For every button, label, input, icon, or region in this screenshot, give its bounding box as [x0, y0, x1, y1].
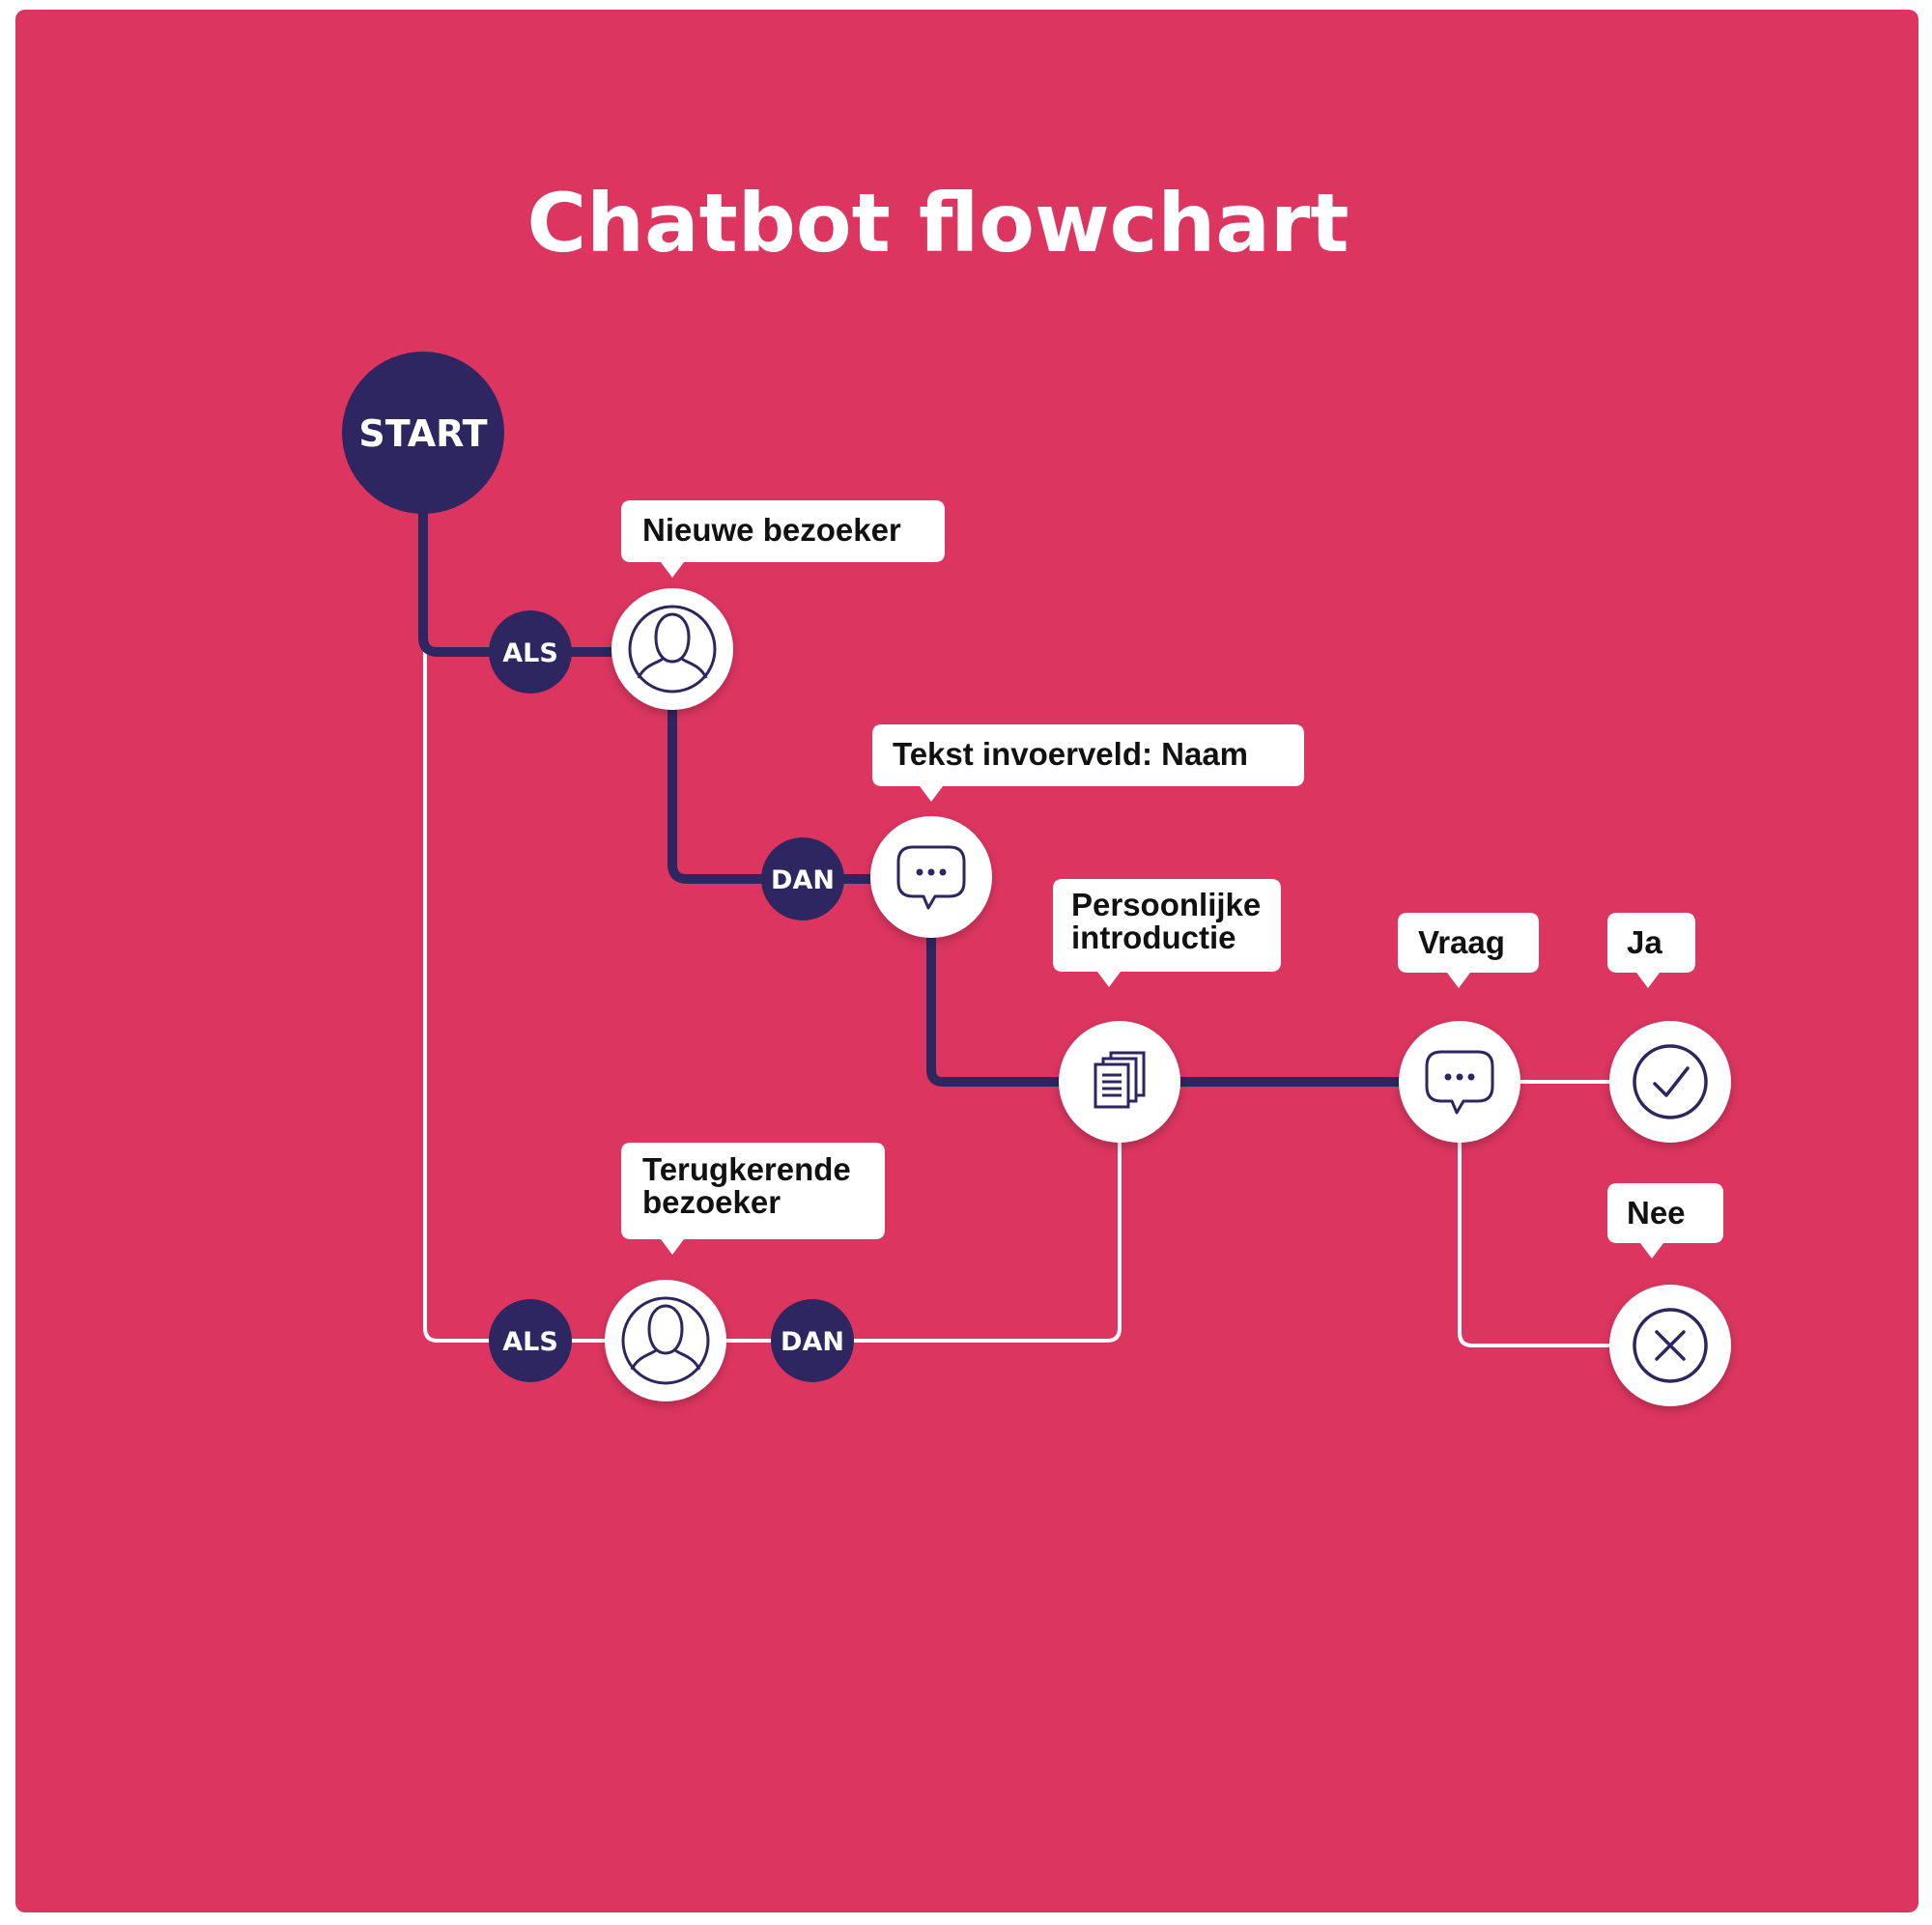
no-text: Nee — [1627, 1195, 1686, 1231]
text-input-text: Tekst invoerveld: Naam — [893, 736, 1248, 772]
dan-connector-bottom: DAN — [771, 1299, 854, 1382]
new-visitor-text: Nieuwe bezoeker — [642, 512, 901, 548]
start-label: START — [358, 412, 487, 455]
start-node: START — [342, 352, 504, 514]
personal-intro-label: Persoonlijke introductie — [1053, 879, 1281, 987]
yes-label: Ja — [1607, 913, 1695, 988]
user-icon — [628, 605, 717, 694]
new-visitor-path — [418, 488, 1411, 1087]
new-visitor-label: Nieuwe bezoeker — [621, 500, 945, 578]
personal-intro-text-line2: introductie — [1071, 920, 1236, 955]
user-icon — [621, 1296, 710, 1385]
question-label: Vraag — [1398, 913, 1539, 988]
chat-bubble-icon — [896, 845, 966, 910]
returning-visitor-label: Terugkerende bezoeker — [621, 1143, 885, 1255]
text-input-label: Tekst invoerveld: Naam — [872, 724, 1304, 802]
returning-visitor-node — [605, 1280, 726, 1401]
cross-icon — [1633, 1308, 1708, 1383]
als-label-bottom: ALS — [502, 1327, 558, 1357]
returning-visitor-path — [423, 650, 1640, 1347]
diagram-title: Chatbot flowchart — [527, 176, 1350, 270]
question-text: Vraag — [1418, 924, 1505, 960]
checkmark-icon — [1633, 1044, 1708, 1119]
personal-intro-node — [1059, 1021, 1180, 1143]
dan-label-top: DAN — [771, 865, 835, 895]
als-connector-top: ALS — [489, 610, 572, 694]
returning-visitor-text-line1: Terugkerende — [642, 1151, 851, 1187]
background — [15, 10, 1918, 1912]
question-node — [1399, 1021, 1520, 1143]
als-label-top: ALS — [502, 638, 558, 668]
yes-node — [1609, 1021, 1731, 1143]
als-connector-bottom: ALS — [489, 1299, 572, 1382]
new-visitor-node — [611, 588, 733, 710]
returning-visitor-text-line2: bezoeker — [642, 1184, 781, 1220]
personal-intro-text-line1: Persoonlijke — [1071, 887, 1261, 922]
chat-bubble-icon — [1425, 1050, 1494, 1115]
no-label: Nee — [1607, 1183, 1723, 1259]
flowchart-canvas: Chatbot flowchart START ALS Nieuwe bezoe… — [15, 10, 1918, 1912]
no-node — [1609, 1285, 1731, 1406]
yes-text: Ja — [1627, 924, 1662, 960]
documents-icon — [1094, 1051, 1146, 1109]
text-input-node — [870, 816, 992, 938]
dan-label-bottom: DAN — [781, 1327, 844, 1357]
dan-connector-top: DAN — [761, 837, 844, 920]
